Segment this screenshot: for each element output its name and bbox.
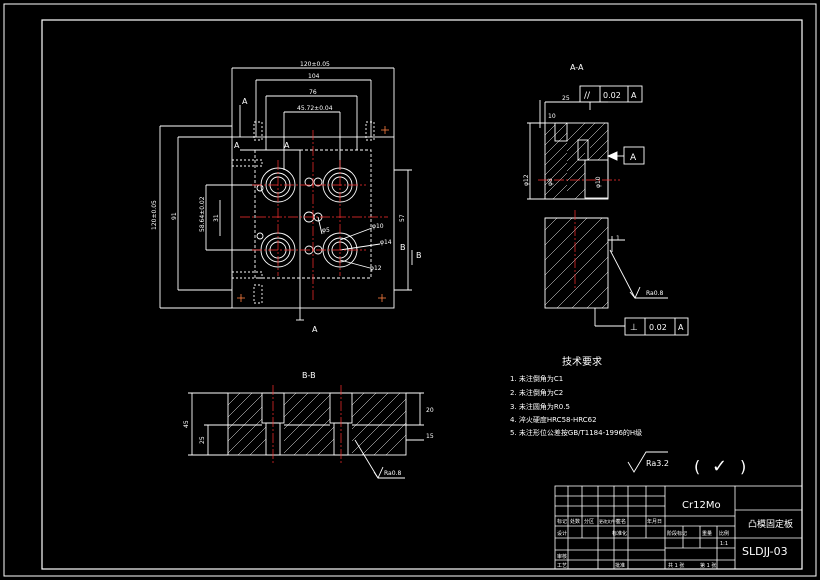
aa-dim-phi10: φ10 [595, 176, 602, 188]
aa-dim-1: 1 [616, 235, 620, 242]
surface-finish-paren-close: ) [740, 457, 746, 476]
surface-finish-paren-open: ( [694, 457, 700, 476]
tb-label: 签名 [616, 518, 626, 525]
dim-91: 91 [171, 212, 178, 220]
surface-finish-note: Ra3.2 ( ✓ ) [627, 451, 746, 477]
dim-120-v: 120±0.05 [151, 200, 158, 230]
section-mark-a2: A [234, 141, 240, 150]
tolerance-frame-bottom [624, 317, 689, 336]
outer-frame [3, 3, 817, 577]
section-aa-hatching [544, 122, 609, 309]
plan-crosses [237, 126, 389, 302]
plan-holes [256, 167, 358, 268]
tb-label: 设计 [557, 530, 567, 537]
aa-dim-10: 10 [548, 113, 556, 120]
dim-45: 45.72±0.04 [297, 105, 333, 112]
surface-finish-check: ✓ [712, 456, 727, 477]
section-bb: B-B [183, 371, 434, 479]
dim-57: 57 [399, 214, 406, 222]
plan-section-marks: A A A A B B [234, 97, 422, 334]
tech-req-item: 4. 淬火硬度HRC58-HRC62 [510, 415, 597, 424]
section-mark-b1: B [400, 243, 406, 252]
plan-view [159, 67, 413, 321]
bb-dim-25: 25 [199, 436, 206, 444]
aa-dim-25: 25 [562, 95, 570, 102]
plan-dim-text: 120±0.05 104 76 45.72±0.04 120±0.05 91 5… [151, 61, 406, 272]
bb-dim-45: 45 [183, 420, 190, 428]
section-bb-title: B-B [302, 371, 316, 380]
tol-top-datum: A [631, 91, 637, 100]
section-aa: A-A [523, 63, 689, 336]
dim-76: 76 [309, 89, 317, 96]
section-mark-b2: B [416, 251, 422, 260]
tol-bottom-datum: A [678, 323, 684, 332]
bb-dim-20: 20 [426, 407, 434, 414]
bb-roughness: Ra0.8 [384, 470, 401, 477]
section-mark-a1: A [242, 97, 248, 106]
tb-label: 第 1 张 [700, 562, 716, 569]
tech-req-title: 技术要求 [562, 355, 602, 368]
dim-104: 104 [308, 73, 320, 80]
tb-label: 分区 [584, 518, 594, 525]
datum-box [623, 146, 645, 165]
material: Cr12Mo [682, 500, 721, 511]
dim-58: 58.64±0.02 [199, 196, 206, 232]
tb-label: 处数 [570, 518, 580, 525]
tech-req-item: 3. 未注圆角为R0.5 [510, 402, 570, 411]
bb-dim-15: 15 [426, 433, 434, 440]
tol-bottom-symbol: ⊥ [630, 323, 638, 333]
section-mark-a3: A [284, 141, 290, 150]
tb-label: 共 1 张 [668, 562, 684, 569]
tech-req-item: 5. 未注形位公差按GB/T1184-1996的H级 [510, 428, 642, 437]
tech-req-item: 1. 未注倒角为C1 [510, 374, 563, 383]
tol-bottom-value: 0.02 [649, 323, 667, 332]
tb-label: 批准 [615, 562, 625, 569]
section-mark-a4: A [312, 325, 318, 334]
hole-label-1: φ10 [372, 223, 384, 230]
tolerance-frame-top [579, 85, 643, 110]
hole-label-3: φ12 [370, 265, 382, 272]
dim-31: 31 [213, 214, 220, 222]
tech-req-item: 2. 未注倒角为C2 [510, 388, 563, 397]
dim-120: 120±0.05 [300, 61, 330, 68]
tb-label: 更改文件号 [599, 518, 619, 524]
hole-label-2: φ14 [380, 239, 392, 246]
tb-label: 年月日 [647, 518, 662, 525]
aa-dim-phi8: φ8 [547, 178, 554, 186]
tb-label: 审核 [557, 553, 567, 560]
title-block-text: Cr12Mo 凸模固定板 SLDJJ-03 标记 处数 分区 更改文件号 签名 … [557, 500, 793, 569]
part-name: 凸模固定板 [748, 518, 793, 530]
tb-label: 工艺 [557, 563, 567, 569]
aa-roughness: Ra0.8 [646, 290, 663, 297]
drawing-number: SLDJJ-03 [742, 545, 788, 558]
datum-mark: A [630, 153, 637, 163]
plan-centerlines [240, 130, 388, 300]
section-aa-title: A-A [570, 63, 584, 72]
tb-label: 1:1 [720, 541, 728, 547]
hole-label-4: φ5 [322, 227, 330, 234]
tech-requirements: 技术要求 1. 未注倒角为C1 2. 未注倒角为C2 3. 未注圆角为R0.5 … [510, 355, 642, 437]
inner-frame [41, 19, 803, 570]
tb-label: 比例 [719, 530, 729, 537]
title-block [554, 485, 803, 570]
tol-top-value: 0.02 [603, 91, 621, 100]
tb-label: 标准化 [612, 530, 627, 537]
tb-label: 重量 [702, 530, 712, 537]
aa-dim-phi12: φ12 [523, 174, 530, 186]
tb-label: 阶段标记 [667, 530, 687, 537]
surface-finish-value: Ra3.2 [646, 459, 669, 468]
tol-top-symbol: // [584, 91, 591, 101]
tb-label: 标记 [557, 518, 567, 525]
section-bb-hatching [227, 392, 407, 456]
